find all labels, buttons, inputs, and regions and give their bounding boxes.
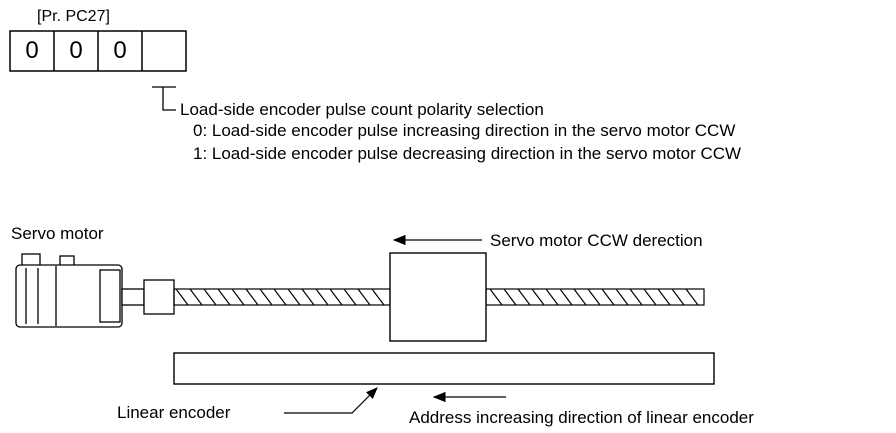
linear-encoder-scale (173, 352, 715, 385)
setting-title: Load-side encoder pulse count polarity s… (180, 100, 544, 119)
ball-screw-right (485, 288, 705, 306)
coupling-icon (143, 279, 175, 315)
address-direction-label: Address increasing direction of linear e… (409, 408, 754, 427)
parameter-label: [Pr. PC27] (37, 8, 110, 25)
setting-option-1: 1: Load-side encoder pulse decreasing di… (193, 144, 742, 163)
linear-encoder-label: Linear encoder (117, 403, 231, 422)
parameter-digit-boxes (9, 30, 187, 72)
ball-screw-left (173, 288, 391, 306)
setting-bracket (152, 86, 176, 111)
servo-motor-icon (15, 253, 145, 328)
parameter-digit-2: 0 (69, 37, 83, 64)
parameter-digit-3: 0 (113, 37, 127, 64)
table-block (389, 252, 487, 342)
parameter-digit-1: 0 (25, 37, 39, 64)
servo-motor-label: Servo motor (11, 224, 104, 243)
ccw-direction-label: Servo motor CCW derection (490, 231, 703, 250)
linear-encoder-leader (284, 387, 378, 414)
setting-option-0: 0: Load-side encoder pulse increasing di… (193, 121, 736, 140)
